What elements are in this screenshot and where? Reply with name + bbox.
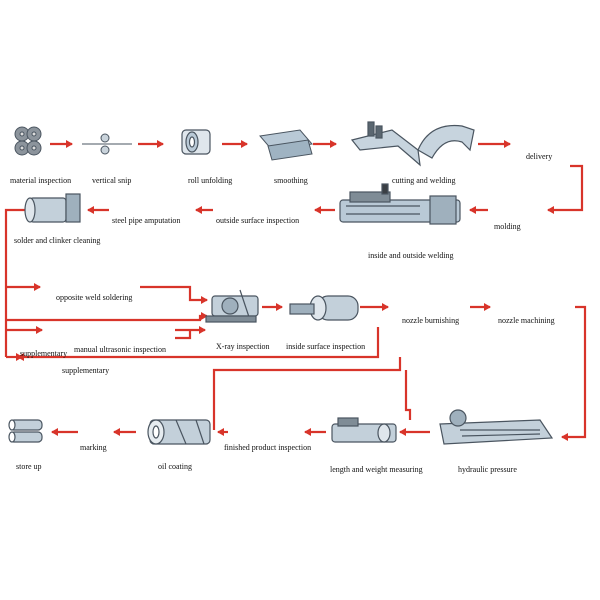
row1-arrows [50, 140, 584, 214]
label-cutting-and-welding: cutting and welding [392, 176, 456, 185]
label-molding: molding [494, 222, 521, 231]
label-roll-unfolding: roll unfolding [188, 176, 233, 185]
label-steel-pipe-amputation: steel pipe amputation [112, 216, 181, 225]
label-marking: marking [80, 443, 107, 452]
label-delivery: delivery [526, 152, 553, 161]
label-outside-surface-inspection: outside surface inspection [216, 216, 300, 225]
label-inside-surface-inspection: inside surface inspection [286, 342, 366, 351]
cutting-welding-machine-icon [350, 121, 475, 167]
label-opposite-weld-soldering: opposite weld soldering [56, 293, 133, 302]
label-nozzle-burnishing: nozzle burnishing [402, 316, 460, 325]
hydraulic-press-icon [439, 409, 554, 445]
label-nozzle-machining: nozzle machining [498, 316, 555, 325]
left-bus-arrows [4, 208, 587, 441]
label-inside-and-outside-welding: inside and outside welding [368, 251, 454, 260]
pipe-stack-icon [8, 419, 43, 443]
smoothing-icon [259, 129, 313, 161]
xray-machine-icon [205, 289, 259, 323]
label-vertical-snip: vertical snip [92, 176, 132, 185]
label-supplementary-2: supplementary [62, 366, 110, 375]
label-hydraulic-pressure: hydraulic pressure [458, 465, 517, 474]
snip-icon [82, 133, 132, 155]
inside-inspection-icon [289, 295, 359, 321]
label-store-up: store up [16, 462, 42, 471]
pipe-amputation-icon [24, 193, 81, 223]
measuring-icon [331, 417, 397, 443]
label-x-ray-inspection: X-ray inspection [216, 342, 270, 351]
label-smoothing: smoothing [274, 176, 308, 185]
label-supplementary-1: supplementary [20, 349, 68, 358]
label-material-inspection: material inspection [10, 176, 72, 185]
coated-pipe-icon [147, 419, 211, 445]
bottom-row-arrows [51, 370, 430, 436]
label-manual-ultrasonic-inspection: manual ultrasonic inspection [74, 345, 166, 354]
label-finished-product-inspection: finished product inspection [224, 443, 312, 452]
label-solder-and-clinker-cleaning: solder and clinker cleaning [14, 236, 101, 245]
coil-stack-icon [14, 126, 42, 156]
roll-icon [181, 129, 211, 155]
label-oil-coating: oil coating [158, 462, 192, 471]
label-length-and-weight-measuring: length and weight measuring [330, 465, 423, 474]
welding-machine-icon [339, 183, 461, 225]
